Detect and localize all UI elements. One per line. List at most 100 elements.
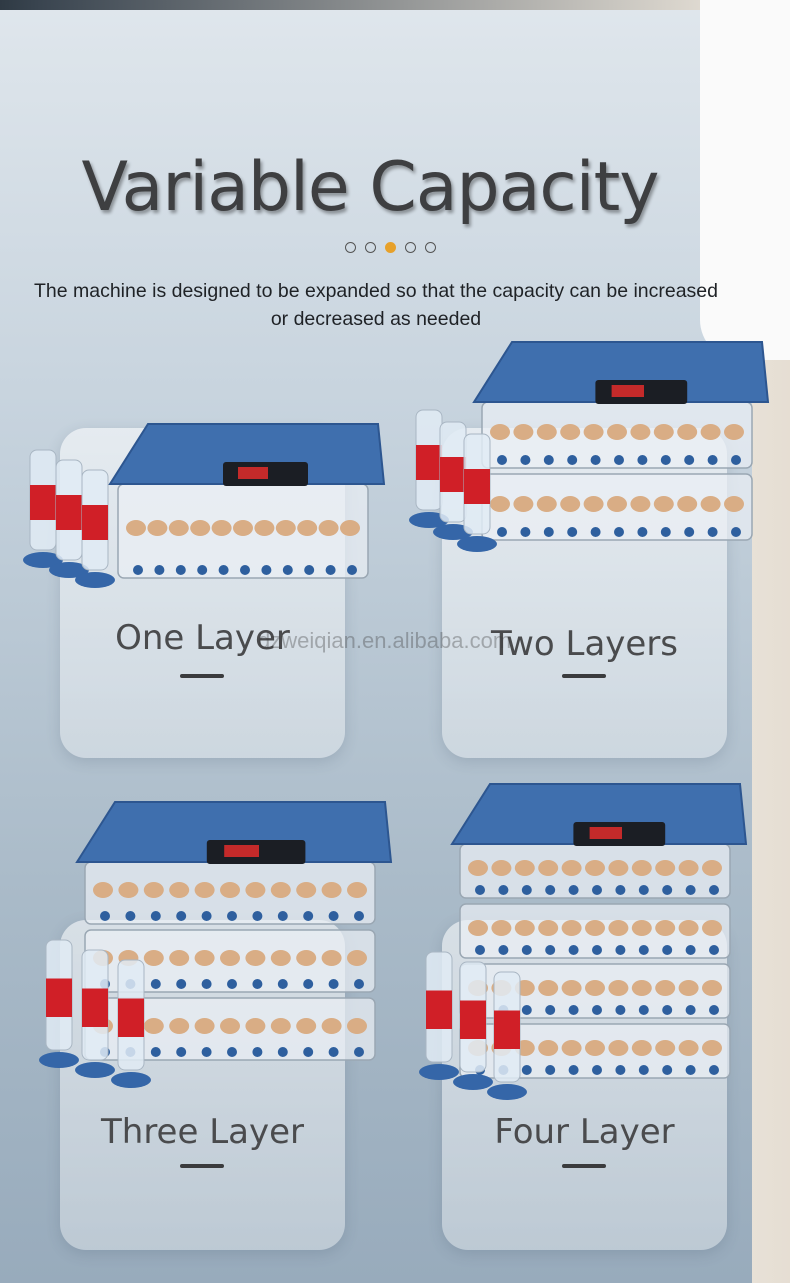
subtitle-line-2: or decreased as needed bbox=[270, 308, 482, 330]
roller bbox=[303, 911, 314, 921]
egg bbox=[653, 496, 674, 512]
roller bbox=[328, 979, 339, 989]
egg bbox=[631, 980, 652, 996]
roller bbox=[615, 1005, 626, 1015]
bottle-base bbox=[487, 1084, 527, 1100]
egg bbox=[340, 520, 360, 536]
pagination-dots bbox=[345, 242, 436, 253]
roller bbox=[592, 1065, 602, 1075]
bottle-base bbox=[111, 1072, 151, 1088]
pagination-dot-4[interactable] bbox=[405, 242, 416, 253]
watermark: dzweiqian.en.alibaba.com bbox=[258, 628, 512, 653]
egg bbox=[296, 882, 317, 898]
egg bbox=[607, 496, 627, 512]
roller bbox=[685, 885, 696, 895]
roller bbox=[590, 455, 601, 465]
egg bbox=[561, 920, 582, 936]
egg bbox=[655, 920, 676, 936]
egg bbox=[608, 1040, 629, 1056]
egg bbox=[631, 860, 652, 876]
bottle-base bbox=[419, 1064, 459, 1080]
bottle-base bbox=[75, 1062, 115, 1078]
roller bbox=[709, 945, 719, 955]
incubator-one-layer-image bbox=[23, 423, 386, 588]
roller bbox=[520, 527, 531, 537]
roller bbox=[615, 885, 626, 895]
egg bbox=[275, 520, 296, 536]
bottle-label bbox=[464, 469, 490, 504]
page-title: Variable Capacity bbox=[81, 148, 659, 227]
pagination-dot-3[interactable] bbox=[385, 242, 396, 253]
bottle-label bbox=[46, 978, 72, 1017]
roller bbox=[125, 911, 136, 921]
egg bbox=[490, 424, 510, 440]
egg bbox=[147, 520, 168, 536]
roller bbox=[568, 1005, 579, 1015]
display-screen bbox=[224, 845, 259, 857]
incubator-three-layer-image bbox=[39, 801, 393, 1088]
bottle-base bbox=[75, 572, 115, 588]
bottle-label bbox=[118, 998, 144, 1037]
bottle-label bbox=[416, 445, 442, 480]
bottle-base bbox=[39, 1052, 79, 1068]
roller bbox=[709, 1005, 719, 1015]
egg bbox=[678, 920, 699, 936]
roller bbox=[282, 565, 293, 575]
roller bbox=[218, 565, 229, 575]
egg bbox=[126, 520, 146, 536]
roller bbox=[731, 527, 741, 537]
roller bbox=[261, 565, 272, 575]
egg bbox=[194, 1018, 215, 1034]
roller bbox=[521, 945, 532, 955]
pagination-dot-2[interactable] bbox=[365, 242, 376, 253]
egg bbox=[321, 1018, 342, 1034]
egg bbox=[702, 860, 722, 876]
pagination-dot-1[interactable] bbox=[345, 242, 356, 253]
roller bbox=[150, 979, 161, 989]
egg bbox=[702, 980, 722, 996]
roller bbox=[475, 945, 485, 955]
egg bbox=[536, 496, 557, 512]
egg bbox=[585, 920, 605, 936]
egg bbox=[491, 920, 512, 936]
roller bbox=[475, 885, 485, 895]
egg bbox=[561, 860, 582, 876]
roller bbox=[498, 885, 509, 895]
subtitle: The machine is designed to be expanded s… bbox=[0, 277, 752, 333]
roller bbox=[354, 979, 364, 989]
card-label: Two Layers bbox=[490, 624, 679, 664]
roller bbox=[567, 455, 578, 465]
roller bbox=[685, 1065, 696, 1075]
roller bbox=[227, 911, 237, 921]
roller bbox=[615, 945, 626, 955]
egg bbox=[270, 882, 291, 898]
roller bbox=[637, 527, 648, 537]
roller bbox=[154, 565, 165, 575]
egg bbox=[514, 860, 535, 876]
card-underline bbox=[180, 674, 224, 678]
display-screen bbox=[238, 467, 268, 479]
egg bbox=[538, 1040, 559, 1056]
roller bbox=[197, 565, 208, 575]
roller bbox=[592, 945, 602, 955]
roller bbox=[567, 527, 578, 537]
egg bbox=[194, 950, 215, 966]
roller bbox=[303, 979, 314, 989]
roller bbox=[277, 1047, 288, 1057]
roller bbox=[325, 565, 336, 575]
roller bbox=[638, 1065, 649, 1075]
pagination-dot-5[interactable] bbox=[425, 242, 436, 253]
egg bbox=[347, 882, 367, 898]
roller bbox=[354, 911, 364, 921]
roller bbox=[521, 1065, 532, 1075]
egg bbox=[724, 496, 744, 512]
egg bbox=[118, 882, 139, 898]
incubator-four-layer-image bbox=[419, 783, 748, 1100]
egg bbox=[190, 520, 211, 536]
egg bbox=[514, 920, 535, 936]
roller bbox=[100, 911, 110, 921]
egg bbox=[169, 1018, 190, 1034]
roller bbox=[201, 1047, 212, 1057]
roller bbox=[328, 911, 339, 921]
roller bbox=[545, 885, 556, 895]
